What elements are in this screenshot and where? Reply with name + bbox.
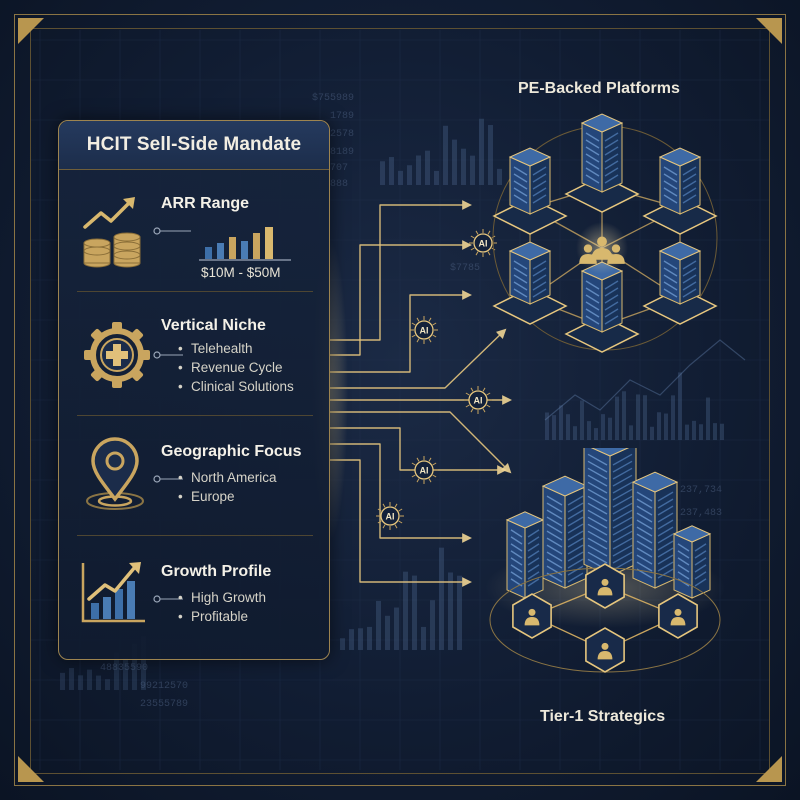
list-item: Telehealth [178, 339, 294, 358]
list-item: Revenue Cycle [178, 358, 294, 377]
arr-range-value: $10M - $50M [201, 265, 281, 280]
executive-badge [512, 593, 552, 639]
location-pin-icon [86, 437, 144, 510]
executive-badge [658, 593, 698, 639]
strategics-network [485, 448, 725, 673]
background-number: 48835590 [100, 663, 148, 674]
ai-badge-label: AI [474, 396, 483, 406]
background-number: 237,734 [680, 485, 722, 496]
growth-chart-icon [81, 562, 145, 623]
background-number: $7785 [450, 262, 480, 274]
geographic-focus-list: North America Europe [178, 468, 277, 506]
executive-icon [670, 608, 686, 626]
office-building-icon [580, 261, 624, 333]
coins-growth-icon [83, 197, 141, 268]
background-bars [340, 547, 462, 650]
mandate-panel: HCIT Sell-Side Mandate ARR Ra [58, 120, 330, 660]
office-building-icon [541, 475, 589, 589]
pe-platforms-label: PE-Backed Platforms [518, 80, 680, 97]
ai-badge: AI [410, 316, 438, 344]
background-bars [545, 372, 724, 440]
office-building-icon [631, 471, 679, 589]
connector-line [153, 595, 183, 603]
section-title: Vertical Niche [161, 317, 266, 334]
ai-badge-label: AI [479, 239, 488, 249]
section-divider [77, 535, 313, 536]
list-item: Europe [178, 487, 277, 506]
flow-arrow [330, 443, 472, 543]
list-item: North America [178, 468, 276, 487]
flow-arrow [330, 290, 472, 373]
background-number: 99212570 [140, 681, 188, 692]
executive-badge [585, 563, 625, 609]
executive-icon [597, 642, 613, 660]
executive-icon [597, 578, 613, 596]
ai-badge-label: AI [420, 326, 429, 336]
vertical-niche-list: Telehealth Revenue Cycle Clinical Soluti… [178, 339, 294, 396]
section-title: ARR Range [161, 195, 250, 212]
mini-bar-chart [153, 227, 291, 261]
flow-arrow [330, 459, 472, 587]
arr-range-section: ARR Range $10M - $50M [59, 179, 329, 291]
office-building-icon [583, 448, 637, 577]
executive-badge [585, 627, 625, 673]
background-bars [60, 636, 146, 690]
corner-ornament [18, 756, 44, 782]
background-trendline [544, 339, 746, 421]
section-divider [77, 415, 313, 416]
background-number: 237,483 [680, 508, 722, 519]
list-item: Profitable [178, 607, 266, 626]
executive-icon [524, 608, 540, 626]
ai-badge: AI [410, 456, 438, 484]
ai-badge-label: AI [420, 466, 429, 476]
connector-line [153, 475, 183, 483]
panel-title: HCIT Sell-Side Mandate [86, 134, 302, 155]
flow-arrow [330, 328, 507, 389]
flow-arrow [330, 200, 472, 341]
section-divider [77, 291, 313, 292]
background-number: 1789 [330, 111, 354, 122]
office-building-icon [658, 147, 702, 215]
medical-gear-icon [84, 322, 150, 388]
connector-line [153, 351, 183, 359]
section-title: Growth Profile [161, 563, 272, 580]
office-building-icon [508, 241, 552, 305]
ai-badge: AI [469, 229, 497, 257]
list-item: Clinical Solutions [178, 377, 294, 396]
list-item: High Growth [178, 588, 266, 607]
flow-arrow [330, 427, 507, 475]
background-number: $755989 [312, 92, 354, 104]
corner-ornament [18, 18, 44, 44]
background-bars [380, 118, 502, 185]
corner-ornament [756, 18, 782, 44]
growth-profile-list: High Growth Profitable [178, 588, 266, 626]
pe-platforms-network [492, 113, 718, 353]
background-number: 2578 [330, 129, 354, 140]
office-building-icon [505, 511, 545, 599]
background-number: 707 [330, 163, 348, 174]
background-number: 23555789 [140, 699, 188, 710]
office-building-icon [508, 147, 552, 215]
flow-arrow [330, 411, 512, 474]
flow-arrow [330, 240, 472, 356]
corner-ornament [756, 756, 782, 782]
ai-badge-label: AI [386, 512, 395, 522]
office-building-icon [658, 241, 702, 305]
ai-badge: AI [464, 386, 492, 414]
office-building-icon [672, 525, 712, 599]
section-title: Geographic Focus [161, 443, 302, 460]
vertical-niche-section [59, 293, 329, 415]
background-number: 888 [330, 179, 348, 190]
tier1-strategics-label: Tier-1 Strategics [540, 708, 666, 725]
office-building-icon [580, 113, 624, 193]
background-number: 8189 [330, 147, 354, 158]
ai-badge: AI [376, 502, 404, 530]
panel-header: HCIT Sell-Side Mandate [59, 121, 329, 170]
person-icon [591, 236, 613, 260]
